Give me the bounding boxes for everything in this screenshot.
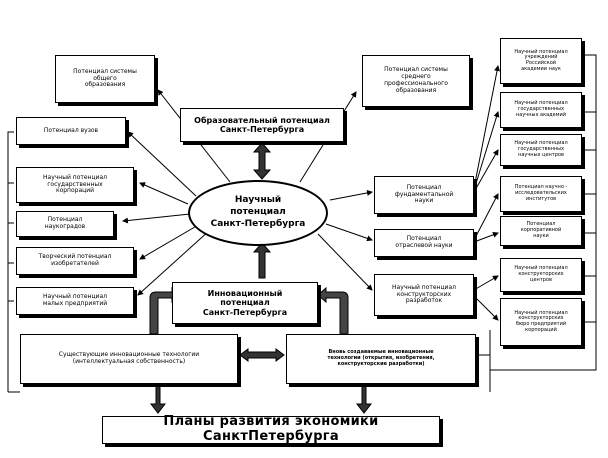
far-right-box-6: Научный потенциал конструкторских бюро п…	[500, 298, 582, 346]
new-to-innovation-arrow	[317, 286, 349, 335]
arrow-to-fundamental	[329, 189, 373, 201]
tech-double-arrow	[239, 348, 285, 362]
new-technologies-box: Вновь создаваемые инновационные технолог…	[286, 334, 476, 384]
arrow-design-centers	[473, 275, 499, 291]
middle-right-box-2: Научный потенциал конструкторских разраб…	[374, 274, 474, 316]
arrow-fund-ran	[473, 65, 500, 189]
left-box-4: Научный потенциал малых предприятий	[16, 287, 134, 315]
existing-to-plans-arrow	[149, 383, 167, 414]
far-right-box-3: Потенциал научно - исследовательских инс…	[500, 176, 582, 212]
arrow-fund-academies	[473, 111, 500, 191]
arrow-to-vuz	[127, 131, 197, 197]
economy-plans-box: Планы развития экономики СанктПетербурга	[102, 414, 440, 444]
educational-potential-box: Образовательный потенциал Санкт-Петербур…	[180, 108, 344, 142]
general-education-box: Потенциал системы общего образования	[55, 55, 155, 103]
arrow-to-corp	[139, 182, 189, 205]
far-right-box-2: Научный потенциал государственных научны…	[500, 134, 582, 166]
arrow-fund-centers	[473, 149, 499, 193]
left-box-2: Потенциал наукоградов	[16, 211, 114, 237]
edu-center-double-arrow	[252, 142, 272, 180]
arrow-to-small-business	[137, 229, 211, 296]
far-right-box-0: Научный потенциал учреждений Российской …	[500, 38, 582, 84]
innovation-to-center-arrow	[252, 242, 272, 279]
innovation-potential-box: Инновационный потенциал Санкт-Петербурга	[172, 282, 318, 324]
scientific-potential-ellipse: Научный потенциал Санкт-Петербурга	[188, 180, 328, 246]
far-right-box-5: Научный потенциал конструкторских центро…	[500, 258, 582, 292]
new-to-plans-arrow	[355, 383, 373, 414]
secondary-education-box: Потенциал системы среднего профессиональ…	[362, 55, 470, 107]
thin-arrows	[7, 54, 597, 393]
left-box-3: Творческий потенциал изобретателей	[16, 247, 134, 275]
arrow-branch-corporate	[473, 231, 499, 243]
arrow-to-design	[317, 233, 373, 291]
far-right-box-1: Научный потенциал государственных научны…	[500, 92, 582, 128]
left-box-1: Научный потенциал государственных корпор…	[16, 167, 134, 203]
far-right-box-4: Потенциал корпоративной науки	[500, 216, 582, 246]
thick-arrows	[149, 142, 373, 414]
arrow-to-naukograd	[122, 213, 191, 224]
existing-technologies-box: Существующие инновационные технологии (и…	[20, 334, 238, 384]
arrow-to-inventors	[139, 223, 201, 260]
arrow-to-branch	[325, 223, 373, 242]
middle-right-box-0: Потенциал фундаментальной науки	[374, 176, 474, 214]
middle-right-box-1: Потенциал отраслевой науки	[374, 229, 474, 257]
arrow-branch-institutes	[473, 193, 499, 241]
arrow-design-bureaus	[473, 295, 499, 321]
left-bracket	[7, 131, 14, 302]
left-box-0: Потенциал вузов	[16, 117, 126, 145]
